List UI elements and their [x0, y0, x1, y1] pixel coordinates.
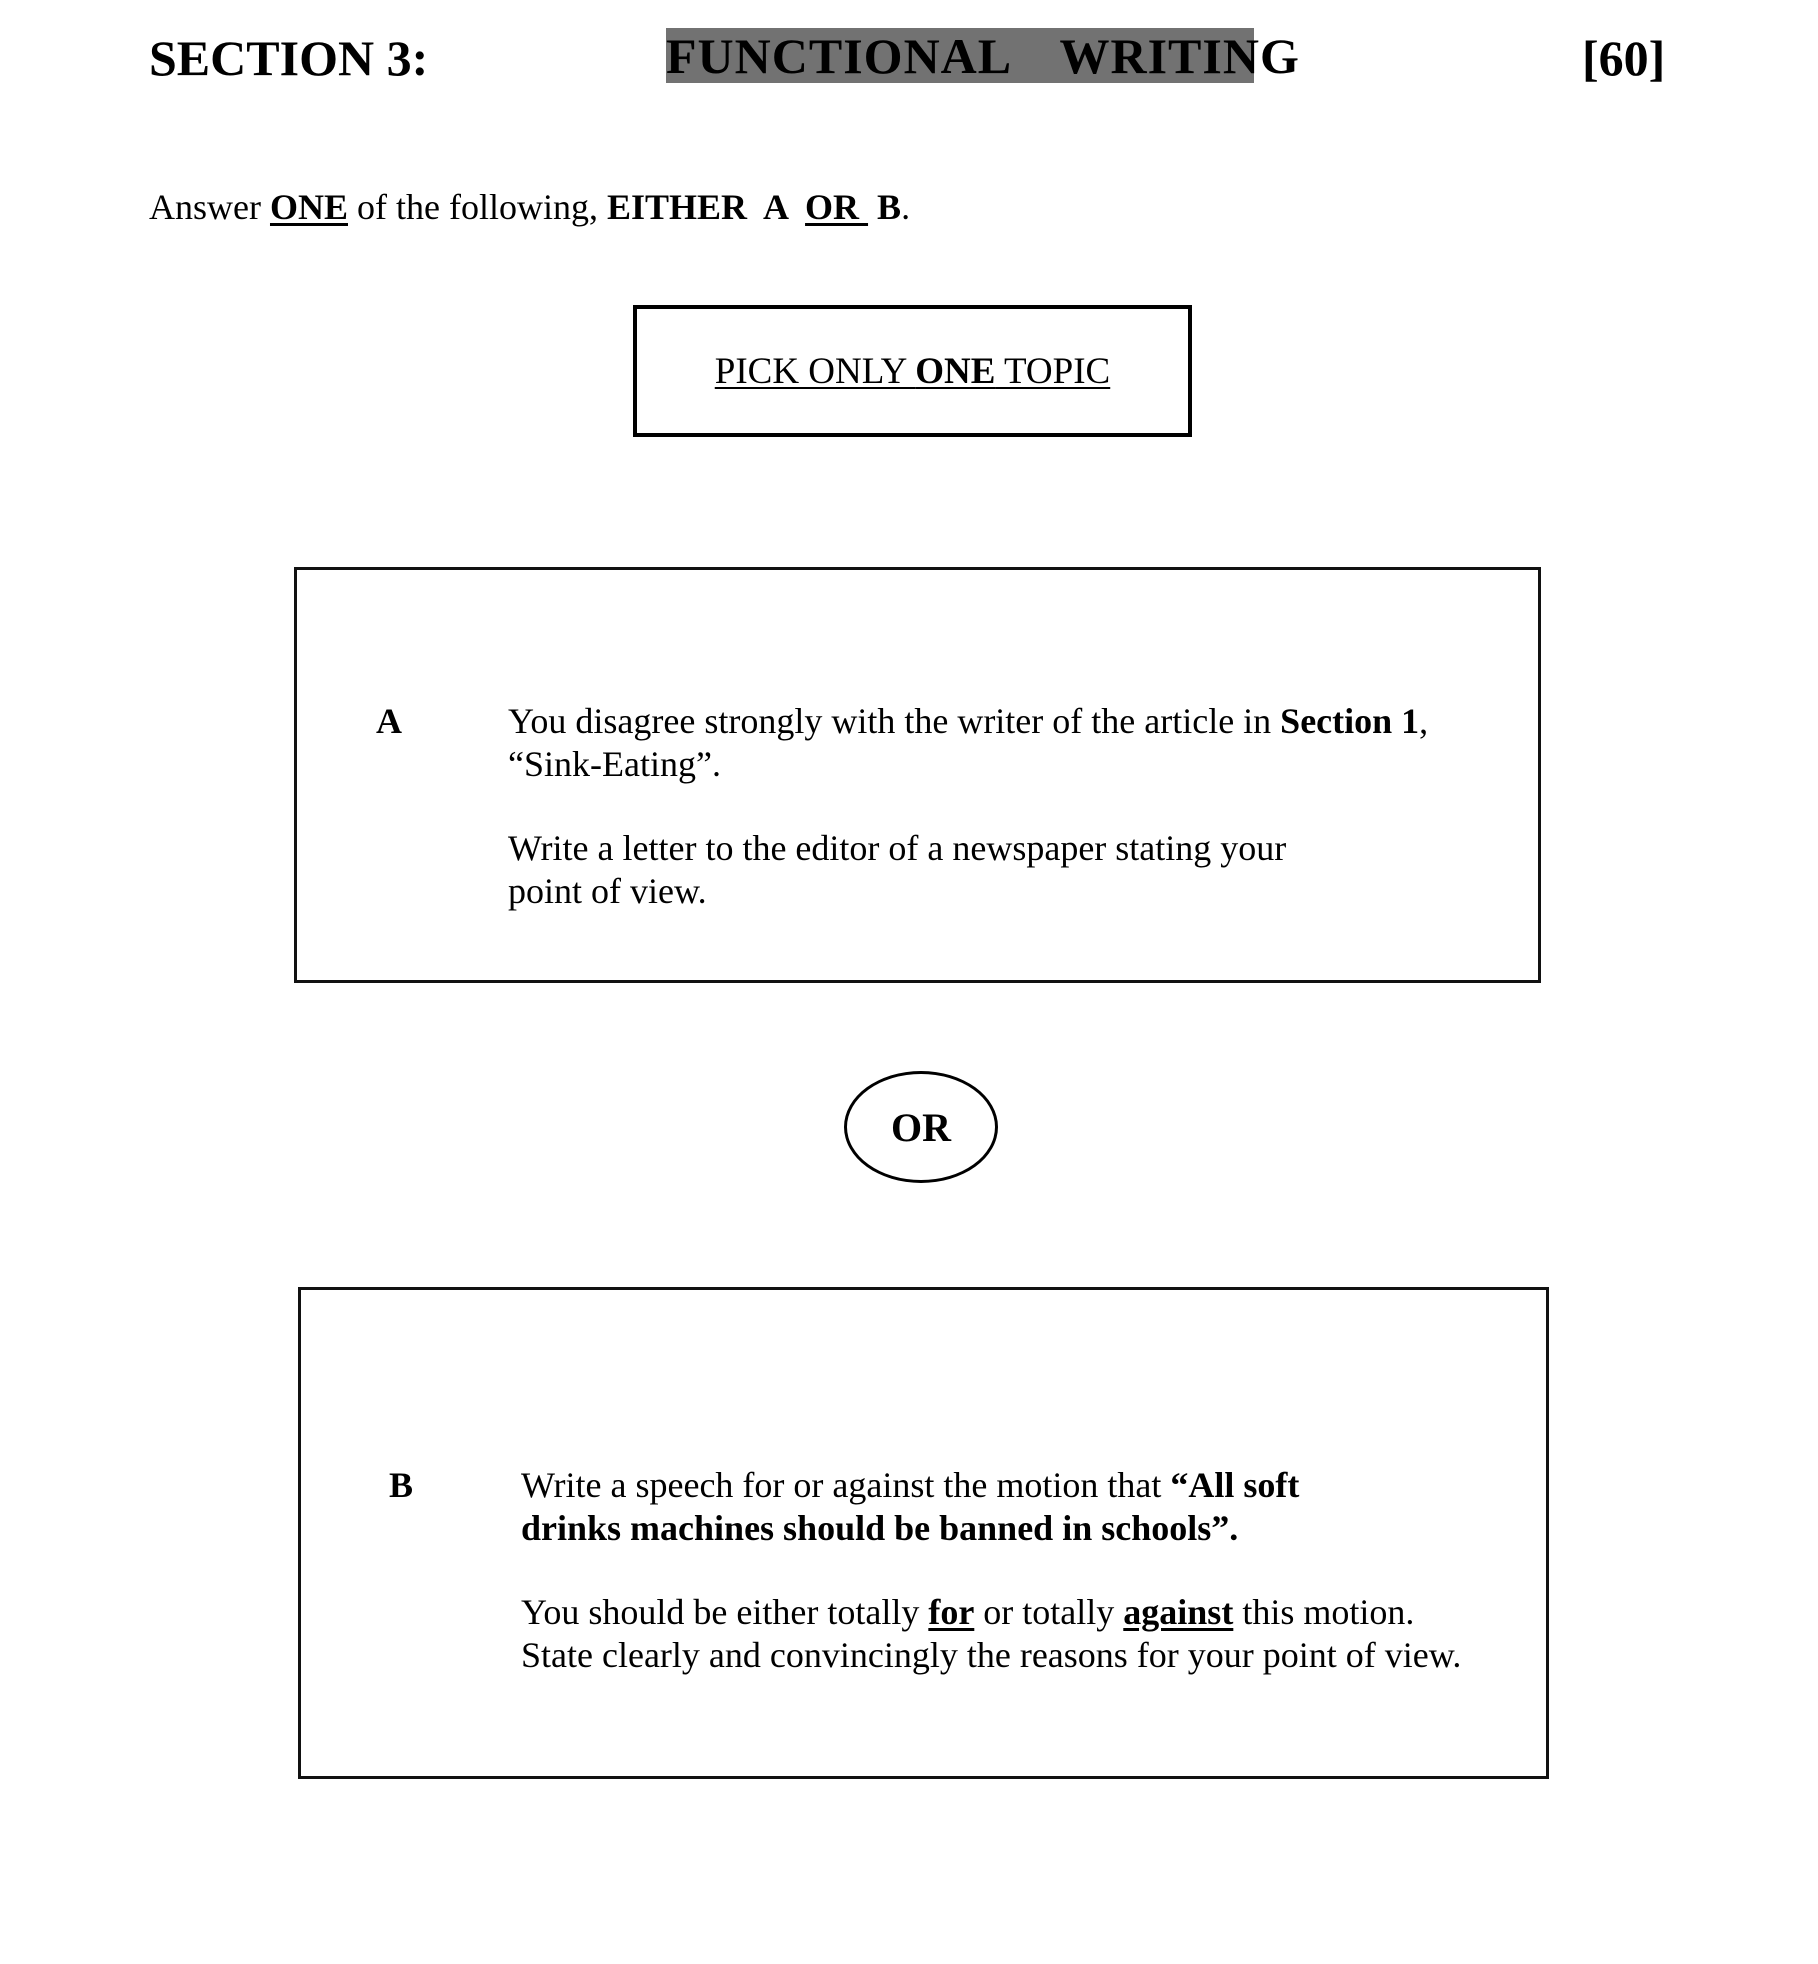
- pick-text-before: PICK ONLY: [714, 350, 916, 392]
- option-a-line-3: Write a letter to the editor of a newspa…: [508, 828, 1287, 868]
- option-b-line-3-c: this motion.: [1233, 1592, 1415, 1632]
- instruction-or: OR: [805, 187, 869, 227]
- option-b-line-3-a: You should be either totally: [521, 1592, 929, 1632]
- instruction-middle: of the following,: [348, 187, 607, 227]
- option-a-label: A: [376, 701, 402, 741]
- option-b-line-3-b: or totally: [974, 1592, 1124, 1632]
- or-oval: OR: [844, 1071, 998, 1183]
- option-b-against: against: [1123, 1592, 1234, 1632]
- instruction-prefix: Answer: [149, 187, 270, 227]
- option-b-line-1-text: Write a speech for or against the motion…: [521, 1465, 1171, 1505]
- instruction-line: Answer ONE of the following, EITHER A OR…: [149, 185, 910, 229]
- option-a-line-1-text: You disagree strongly with the writer of…: [508, 701, 1281, 741]
- option-b-box: [298, 1287, 1549, 1779]
- instruction-b: B: [868, 187, 902, 227]
- or-text: OR: [891, 1104, 951, 1150]
- option-b-text: Write a speech for or against the motion…: [521, 1464, 1461, 1677]
- option-a-section-ref: Section 1: [1280, 701, 1420, 741]
- option-a-line-1-end: ,: [1419, 701, 1429, 741]
- section-heading: SECTION 3:: [149, 30, 429, 86]
- option-b-line-4: State clearly and convincingly the reaso…: [521, 1635, 1462, 1675]
- pick-text-bold: ONE: [915, 350, 996, 392]
- title-highlight: [666, 28, 1254, 83]
- option-b-spacer: [521, 1550, 1461, 1591]
- instruction-one: ONE: [269, 187, 348, 227]
- instruction-end: .: [901, 187, 911, 227]
- pick-one-topic-box: PICK ONLY ONE TOPIC: [633, 305, 1192, 437]
- option-a-line-1: You disagree strongly with the writer of…: [508, 700, 1428, 743]
- pick-one-topic-text: PICK ONLY ONE TOPIC: [715, 350, 1110, 393]
- option-a-spacer: [508, 786, 1428, 827]
- marks-total: [60]: [1582, 30, 1666, 86]
- option-a-text: You disagree strongly with the writer of…: [508, 700, 1428, 913]
- option-a-line-2: “Sink-Eating”.: [508, 744, 721, 784]
- option-a-box: [294, 567, 1541, 983]
- option-b-label: B: [389, 1465, 414, 1505]
- option-b-for: for: [928, 1592, 975, 1632]
- section-title: FUNCTIONAL WRITING: [666, 28, 1300, 84]
- option-a-line-4: point of view.: [508, 871, 707, 911]
- option-b-motion-start: “All soft: [1170, 1465, 1300, 1505]
- pick-text-after: TOPIC: [995, 350, 1111, 392]
- option-b-motion-end: drinks machines should be banned in scho…: [521, 1508, 1239, 1548]
- option-b-line-3: You should be either totally for or tota…: [521, 1591, 1461, 1634]
- option-b-line-1: Write a speech for or against the motion…: [521, 1464, 1461, 1507]
- instruction-either-a: EITHER A: [606, 187, 806, 227]
